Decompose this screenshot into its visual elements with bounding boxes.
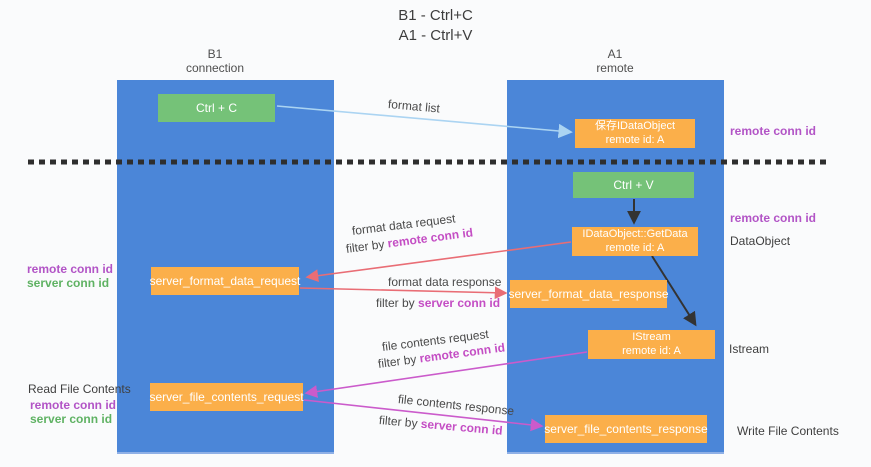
title-line-1: B1 - Ctrl+C (398, 7, 473, 24)
node-istream: IStream remote id: A (588, 330, 715, 359)
label-remote-conn-id-left-1: remote conn id (27, 262, 114, 276)
node-save-idataobject: 保存IDataObject remote id: A (575, 119, 695, 148)
flow-label-format-list: format list (387, 97, 441, 116)
flow-label-file-contents-response-filter: filter by server conn id (378, 413, 503, 438)
node-ctrl-v: Ctrl + V (573, 172, 694, 198)
node-idataobject-getdata: IDataObject::GetData remote id: A (572, 227, 698, 256)
label-istream: Istream (729, 342, 770, 356)
flow-label-file-contents-response: file contents response (397, 392, 515, 419)
flow-label-format-data-response: format data response (388, 275, 502, 289)
node-server-format-data-request: server_format_data_request (149, 267, 301, 295)
label-read-file-contents: Read File Contents (28, 382, 131, 396)
node-server-file-contents-request-label: server_file_contents_request (149, 389, 304, 404)
node-server-format-data-response-label: server_format_data_response (508, 286, 669, 301)
node-ctrl-c-label: Ctrl + C (195, 100, 237, 115)
node-istream-line1: IStream (632, 331, 671, 344)
lane-header-b1: B1 connection (130, 47, 300, 76)
node-server-file-contents-response-label: server_file_contents_response (544, 421, 708, 436)
node-ctrl-c: Ctrl + C (158, 94, 275, 122)
label-server-conn-id-left-2: server conn id (30, 412, 113, 426)
node-getdata-line2: remote id: A (605, 241, 665, 254)
label-remote-conn-id-left-2: remote conn id (30, 398, 117, 412)
filter-key-server-conn-id-1: server conn id (418, 296, 501, 310)
lane-a1-name: A1 (607, 47, 623, 61)
lane-a1-subtitle: remote (596, 61, 634, 76)
node-server-format-data-response: server_format_data_response (508, 280, 669, 308)
node-ctrl-v-label: Ctrl + V (613, 177, 654, 192)
label-remote-conn-id-mid-right: remote conn id (730, 211, 817, 225)
filter-by-text-1: filter by (345, 236, 389, 256)
label-remote-conn-id-top-right: remote conn id (730, 124, 817, 138)
flow-label-format-data-response-filter: filter by server conn id (376, 296, 500, 310)
label-write-file-contents: Write File Contents (737, 424, 839, 438)
lane-b1-name: B1 (207, 47, 223, 61)
label-server-conn-id-left-1: server conn id (27, 276, 110, 290)
node-save-idataobject-line1: 保存IDataObject (594, 120, 676, 133)
label-dataobject: DataObject (730, 234, 791, 248)
filter-key-server-conn-id-2: server conn id (420, 416, 504, 438)
node-server-file-contents-response: server_file_contents_response (544, 415, 708, 443)
filter-by-text-4: filter by (378, 413, 422, 431)
filter-by-text-2: filter by (376, 296, 419, 310)
filter-by-text-3: filter by (377, 351, 421, 371)
node-server-format-data-request-label: server_format_data_request (149, 273, 301, 288)
diagram-title: B1 - Ctrl+C A1 - Ctrl+V (0, 6, 871, 47)
lane-b1-subtitle: connection (185, 61, 245, 76)
lane-header-a1: A1 remote (530, 47, 700, 76)
title-line-2: A1 - Ctrl+V (398, 27, 473, 45)
node-server-file-contents-request: server_file_contents_request (149, 383, 304, 411)
node-getdata-line1: IDataObject::GetData (582, 228, 688, 241)
node-istream-line2: remote id: A (622, 344, 681, 357)
node-save-idataobject-line2: remote id: A (605, 133, 665, 146)
